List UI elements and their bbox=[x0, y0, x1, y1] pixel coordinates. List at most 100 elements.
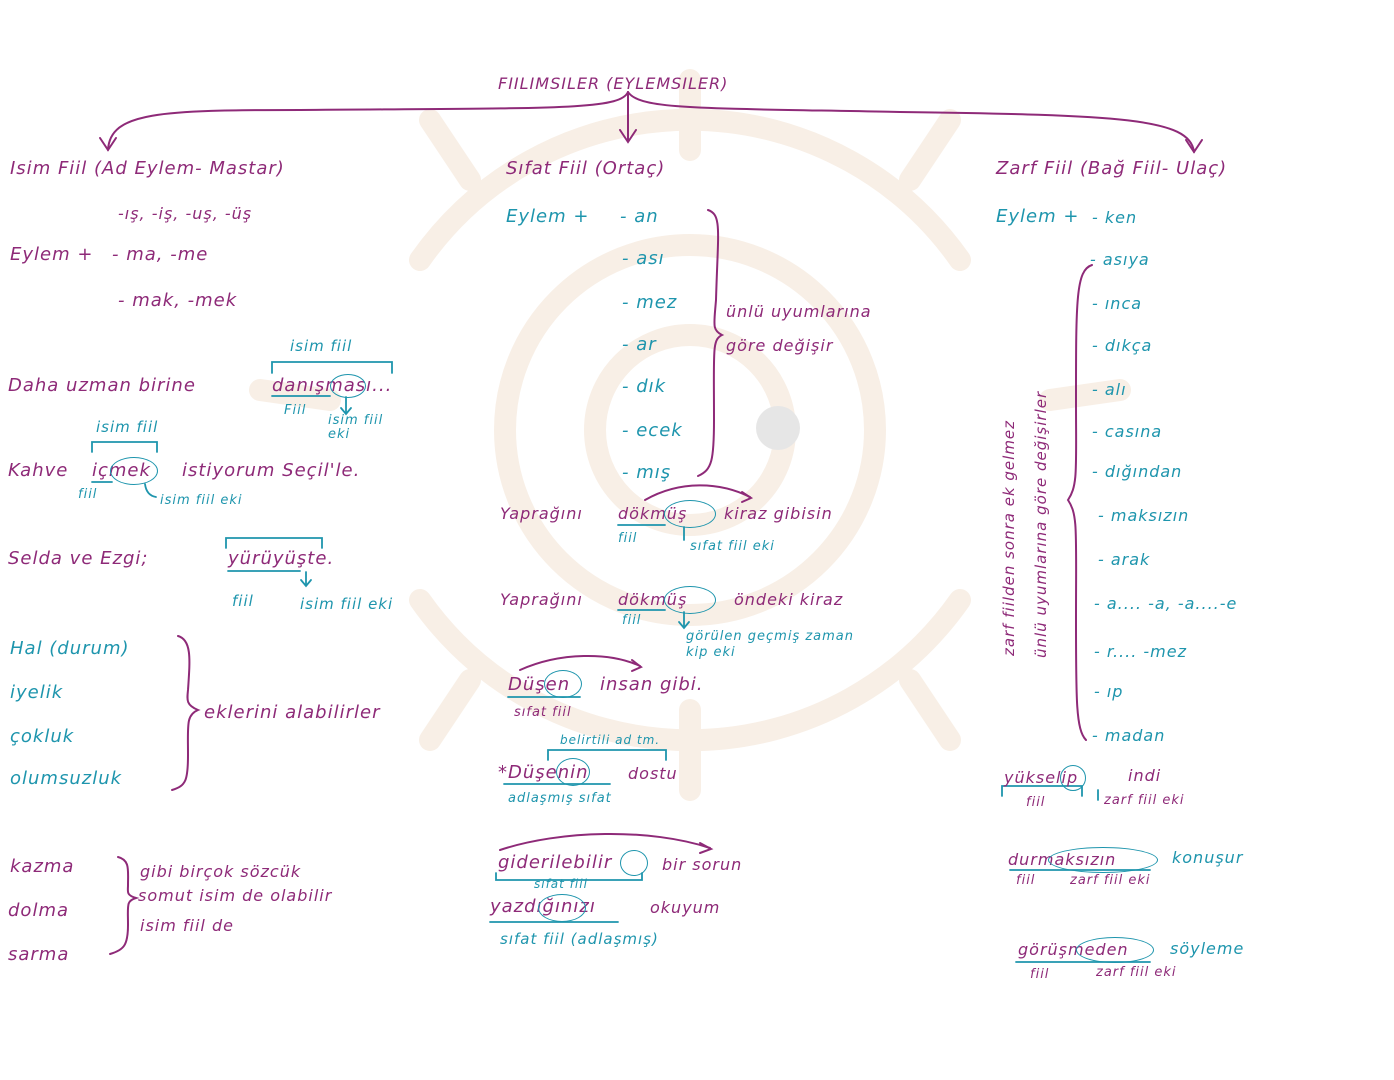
sifat-ex4-sentence-b: dostu bbox=[628, 764, 678, 783]
sifat-ex6-label: sıfat fiil (adlaşmış) bbox=[500, 930, 659, 948]
sifat-ex1-sentence-a: Yaprağını bbox=[500, 504, 583, 523]
sifat-suffix-mis: - mış bbox=[622, 462, 672, 483]
sifat-suffix-asi: - ası bbox=[622, 248, 665, 269]
zarf-fiil-heading: Zarf Fiil (Bağ Fiil- Ulaç) bbox=[996, 158, 1228, 179]
isim-ex2-word-a: Kahve bbox=[8, 460, 69, 481]
zarf-vertical-note-2: ünlü uyumlarına göre değişirler bbox=[1032, 390, 1050, 658]
isim-foods-note-1: gibi birçok sözcük bbox=[140, 862, 302, 881]
isim-food-dolma: dolma bbox=[8, 900, 70, 921]
sifat-suffix-ar: - ar bbox=[622, 334, 657, 355]
sifat-ex1-label-ek: sıfat fiil eki bbox=[690, 539, 775, 554]
zarf-ex1-suffix-circle bbox=[1060, 765, 1086, 791]
sifat-harmony-note-1: ünlü uyumlarına bbox=[726, 302, 872, 321]
zarf-ex3-suffix-circle bbox=[1076, 937, 1154, 963]
sifat-ex3-sentence-b: insan gibi. bbox=[600, 674, 704, 695]
sifat-ex2-label-ek-1: görülen geçmiş zaman bbox=[686, 629, 855, 644]
sifat-suffix-an: - an bbox=[620, 206, 659, 227]
isim-ex2-label-fiil: fiil bbox=[78, 487, 98, 502]
zarf-suffix-ken: - ken bbox=[1092, 208, 1138, 227]
zarf-suffix-a-a: - a.... -a, -a....-e bbox=[1094, 594, 1238, 613]
isim-food-sarma: sarma bbox=[8, 944, 70, 965]
isim-food-kazma: kazma bbox=[10, 856, 75, 877]
isim-ex2-sentence: istiyorum Seçil'le. bbox=[182, 460, 361, 481]
isim-ex3-word: yürüyüşte. bbox=[228, 548, 335, 569]
zarf-suffix-dikca: - dıkça bbox=[1092, 336, 1153, 355]
isim-ex1-label-ek: isim fiil eki bbox=[328, 413, 384, 443]
zarf-ex1-sentence-b: indi bbox=[1128, 766, 1162, 785]
zarf-suffix-r-mez: - r.... -mez bbox=[1094, 642, 1187, 661]
sifat-ex2-label-fiil: fiil bbox=[622, 613, 642, 628]
isim-suffix-line3: - mak, -mek bbox=[118, 290, 238, 311]
zarf-eylem-label: Eylem + bbox=[996, 206, 1080, 227]
sifat-ex1-suffix-circle bbox=[664, 500, 716, 528]
sifat-ex1-sentence-b: kiraz gibisin bbox=[724, 504, 833, 523]
isim-ex3-sentence: Selda ve Ezgi; bbox=[8, 548, 149, 569]
sifat-ex6-sentence-b: okuyum bbox=[650, 898, 721, 917]
zarf-suffix-arak: - arak bbox=[1098, 550, 1151, 569]
isim-ex2-label-ek: isim fiil eki bbox=[160, 493, 243, 508]
sifat-ex5-label: sıfat fiil bbox=[534, 877, 588, 891]
isim-foods-note-3: isim fiil de bbox=[140, 916, 234, 935]
sifat-ex4-label: adlaşmış sıfat bbox=[508, 791, 612, 806]
zarf-suffix-inca: - ınca bbox=[1092, 294, 1143, 313]
zarf-ex3-label-fiil: fiil bbox=[1030, 967, 1050, 982]
sifat-fiil-heading: Sıfat Fiil (Ortaç) bbox=[506, 158, 666, 179]
sifat-suffix-mez: - mez bbox=[622, 292, 678, 313]
zarf-suffix-asiya: - asıya bbox=[1090, 250, 1150, 269]
page-title: FIILIMSILER (EYLEMSILER) bbox=[498, 74, 729, 93]
sifat-suffix-dik: - dık bbox=[622, 376, 667, 397]
isim-ex1-suffix-circle bbox=[330, 374, 366, 398]
isim-eylem-label: Eylem + bbox=[10, 244, 94, 265]
zarf-suffix-ip: - ıp bbox=[1094, 682, 1124, 701]
isim-ex2-suffix-circle bbox=[110, 457, 158, 485]
sifat-ex4-label-top: belirtili ad tm. bbox=[560, 733, 661, 747]
isim-ex1-label-top: isim fiil bbox=[290, 337, 353, 355]
sifat-ex3-suffix-circle bbox=[544, 670, 582, 698]
isim-ex1-sentence: Daha uzman birine bbox=[8, 375, 196, 396]
zarf-ex1-word: yükselip bbox=[1004, 768, 1079, 787]
sifat-ex2-sentence-a: Yaprağını bbox=[500, 590, 583, 609]
sifat-ex5-word: giderilebilir bbox=[498, 852, 613, 873]
isim-case-durum: Hal (durum) bbox=[10, 638, 130, 659]
isim-case-olumsuzluk: olumsuzluk bbox=[10, 768, 123, 789]
zarf-vertical-note-1: zarf fiilden sonra ek gelmez bbox=[1000, 419, 1018, 656]
sifat-suffix-ecek: - ecek bbox=[622, 420, 683, 441]
zarf-suffix-ali: - alı bbox=[1092, 380, 1127, 399]
zarf-ex2-sentence-b: konuşur bbox=[1172, 848, 1244, 867]
sifat-ex3-label: sıfat fiil bbox=[514, 705, 572, 720]
isim-ex3-label-fiil: fiil bbox=[232, 592, 254, 610]
zarf-ex3-sentence-b: söyleme bbox=[1170, 939, 1245, 958]
sifat-ex1-label-fiil: fiil bbox=[618, 531, 638, 546]
sifat-ex2-label-ek-2: kip eki bbox=[686, 645, 736, 660]
zarf-ex2-suffix-circle bbox=[1048, 847, 1158, 873]
isim-cases-note: eklerini alabilirler bbox=[204, 702, 381, 723]
zarf-ex2-label-ek: zarf fiil eki bbox=[1070, 873, 1151, 888]
isim-case-cokluk: çokluk bbox=[10, 726, 75, 747]
isim-ex1-label-fiil: Fiil bbox=[284, 403, 307, 418]
isim-foods-note-2: somut isim de olabilir bbox=[138, 886, 333, 905]
sifat-ex5-sentence-b: bir sorun bbox=[662, 855, 743, 874]
isim-case-iyelik: iyelik bbox=[10, 682, 64, 703]
zarf-ex2-label-fiil: fiil bbox=[1016, 873, 1036, 888]
zarf-suffix-madan: - madan bbox=[1092, 726, 1166, 745]
isim-suffix-line2: - ma, -me bbox=[112, 244, 209, 265]
sifat-ex6-suffix-circle bbox=[538, 894, 586, 922]
sifat-ex4-suffix-circle bbox=[556, 758, 590, 786]
isim-ex3-label-ek: isim fiil eki bbox=[300, 595, 394, 613]
isim-ex2-label-top: isim fiil bbox=[96, 418, 159, 436]
sifat-ex5-suffix-circle bbox=[620, 850, 648, 876]
zarf-ex1-label-ek: zarf fiil eki bbox=[1104, 793, 1185, 808]
zarf-ex1-label-fiil: fiil bbox=[1026, 795, 1046, 810]
isim-suffix-line1: -ış, -iş, -uş, -üş bbox=[118, 204, 253, 223]
zarf-suffix-digindan: - dığından bbox=[1092, 462, 1183, 481]
zarf-suffix-casina: - casına bbox=[1092, 422, 1163, 441]
sifat-harmony-note-2: göre değişir bbox=[726, 336, 834, 355]
zarf-suffix-maksizin: - maksızın bbox=[1098, 506, 1190, 525]
sifat-ex2-suffix-circle bbox=[664, 586, 716, 614]
sifat-ex2-sentence-b: öndeki kiraz bbox=[734, 590, 844, 609]
isim-fiil-heading: Isim Fiil (Ad Eylem- Mastar) bbox=[10, 158, 285, 179]
zarf-ex3-label-ek: zarf fiil eki bbox=[1096, 965, 1177, 980]
sifat-eylem-label: Eylem + bbox=[506, 206, 590, 227]
